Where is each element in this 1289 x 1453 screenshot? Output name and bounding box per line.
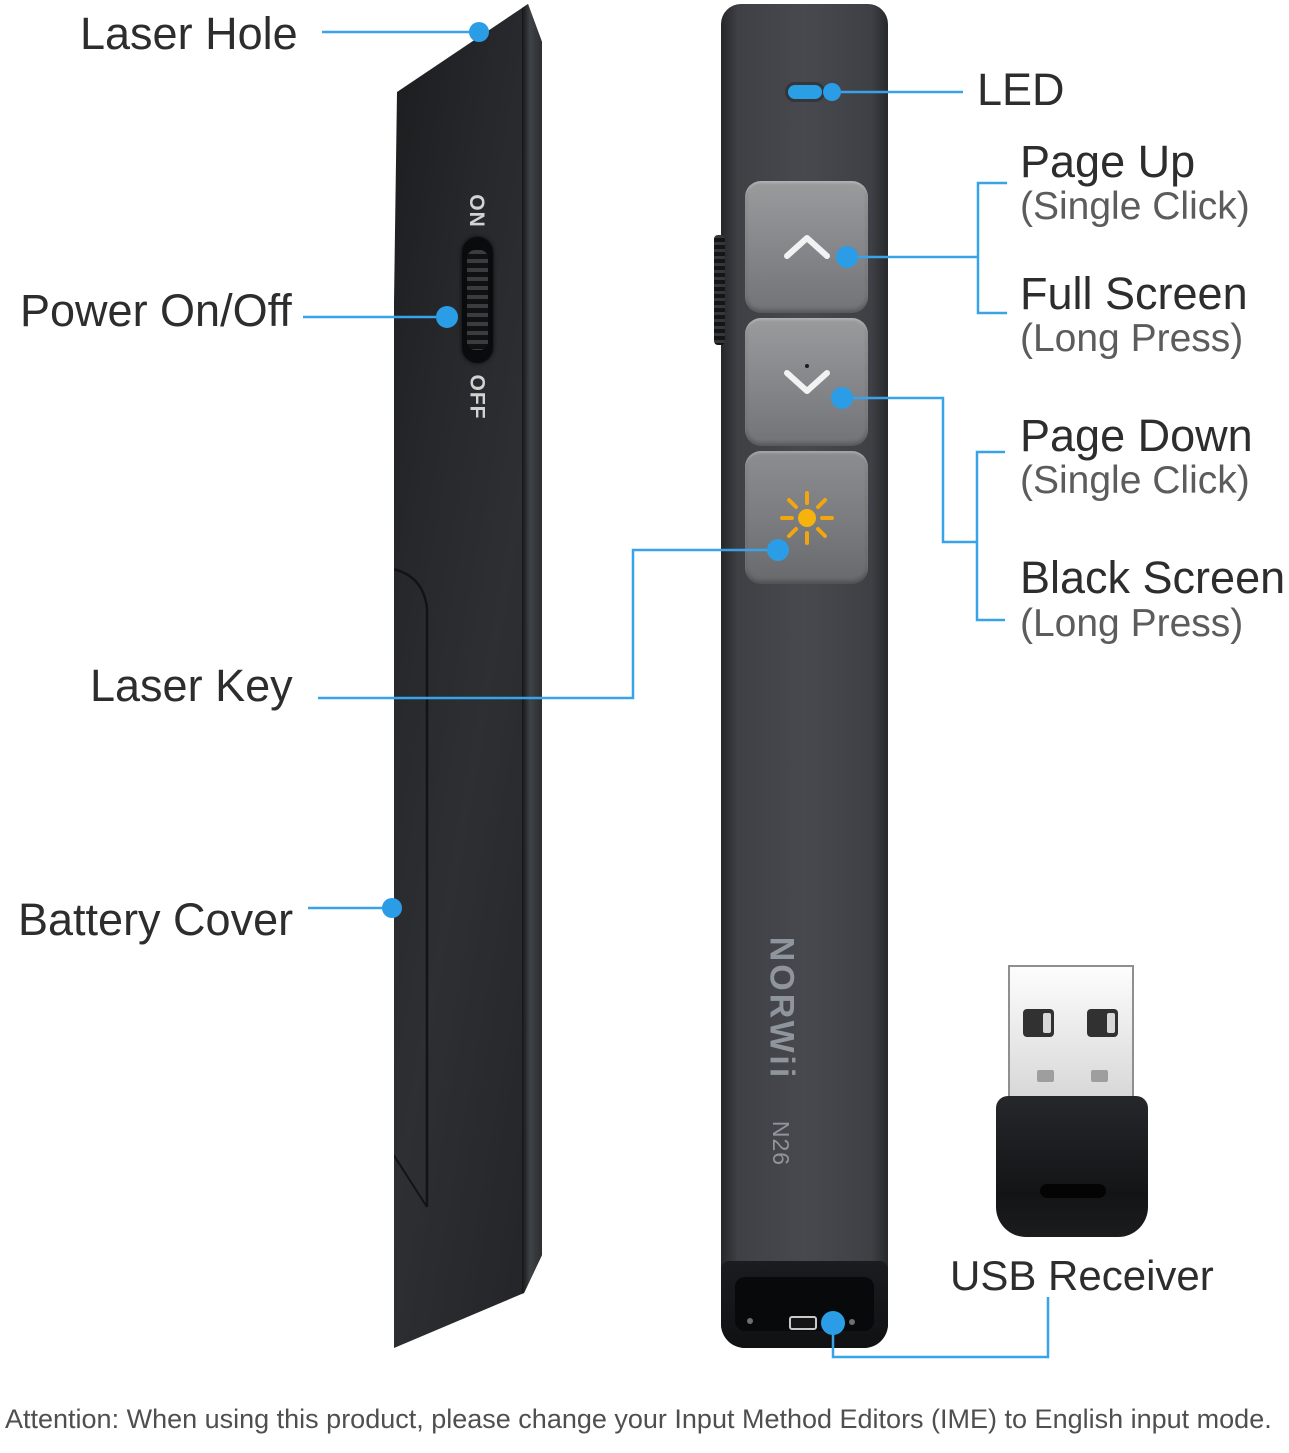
bottom-cap	[721, 1261, 888, 1348]
callout-dot-led	[823, 83, 841, 101]
bracket-page-up-full-screen	[976, 181, 1007, 315]
callout-dot-usb	[821, 1311, 845, 1335]
full-screen-label: Full Screen	[1020, 268, 1248, 319]
chevron-down-icon	[783, 370, 830, 394]
led-indicator	[788, 85, 822, 99]
usb-contact-right	[1091, 1070, 1108, 1082]
callout-dot-laser-hole	[469, 22, 489, 42]
led-label: LED	[977, 64, 1065, 115]
laser-button	[745, 451, 868, 584]
callout-dot-laser-key	[767, 539, 789, 561]
charging-port	[789, 1316, 817, 1330]
usb-receiver-label: USB Receiver	[950, 1252, 1214, 1299]
usb-receiver-body	[996, 1096, 1148, 1237]
callout-dot-page-down	[831, 387, 853, 409]
attention-note: Attention: When using this product, plea…	[5, 1404, 1272, 1434]
page-up-sublabel: (Single Click)	[1020, 185, 1250, 228]
leader-line-usb-receiver	[831, 1297, 1050, 1359]
power-switch	[462, 237, 493, 363]
battery-cover-seam	[394, 567, 429, 1208]
black-screen-sublabel: (Long Press)	[1020, 602, 1244, 645]
power-switch-ribs	[467, 250, 488, 350]
leader-line-page-down	[842, 396, 977, 544]
callout-dot-page-up	[836, 246, 858, 268]
usb-plug-hole-right	[1087, 1009, 1118, 1037]
usb-plug-metal	[1008, 965, 1134, 1098]
leader-line-laser-key	[318, 548, 778, 700]
side-edge-highlight	[522, 4, 542, 1302]
callout-dot-battery	[382, 898, 402, 918]
page-down-label: Page Down	[1020, 410, 1253, 461]
chevron-up-icon	[783, 235, 830, 259]
screw-left	[747, 1318, 753, 1324]
presenter-side-view: ON OFF	[394, 4, 542, 1348]
page-down-button	[745, 318, 868, 446]
laser-sun-icon	[779, 490, 834, 545]
page-down-sublabel: (Single Click)	[1020, 459, 1250, 502]
laser-hole-label: Laser Hole	[80, 8, 298, 59]
presenter-front-view: NORWii N26	[714, 4, 888, 1348]
power-on-off-label: Power On/Off	[20, 285, 292, 336]
power-switch-edge	[714, 235, 725, 345]
usb-contact-left	[1037, 1070, 1054, 1082]
battery-cover-label: Battery Cover	[18, 894, 294, 945]
full-screen-sublabel: (Long Press)	[1020, 317, 1244, 360]
black-screen-label: Black Screen	[1020, 552, 1286, 603]
mold-dot	[805, 364, 809, 368]
usb-plug-hole-left	[1023, 1009, 1054, 1037]
page-up-label: Page Up	[1020, 136, 1196, 187]
bracket-page-down-black-screen	[975, 450, 1005, 622]
callout-dot-power	[436, 306, 458, 328]
laser-key-label: Laser Key	[90, 660, 293, 711]
usb-receiver-slot	[1040, 1184, 1106, 1198]
screw-right	[849, 1319, 855, 1325]
